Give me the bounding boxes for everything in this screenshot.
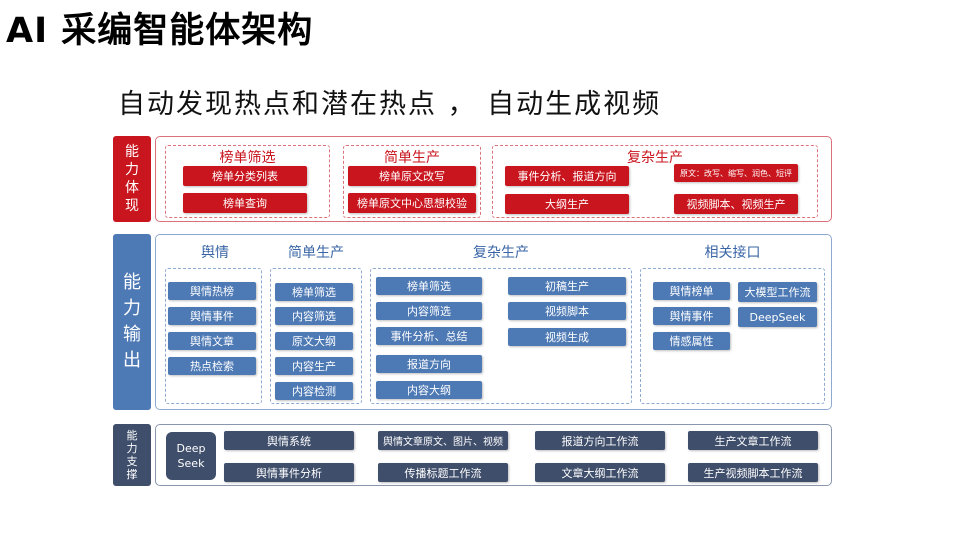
btn-chuanbo-biaoti-gongzuoliu[interactable]: 传播标题工作流 (378, 463, 508, 482)
row2-label-char: 出 (123, 350, 141, 371)
row3-label-char: 支 (126, 455, 138, 468)
btn-api-qinggan-shuxing[interactable]: 情感属性 (653, 332, 730, 350)
row1-label-char: 现 (125, 198, 139, 214)
btn-yuqing-wenzhang[interactable]: 舆情文章 (168, 332, 256, 350)
btn-simple-neirong-shaixuan[interactable]: 内容筛选 (275, 307, 353, 325)
btn-bangdan-chaxun[interactable]: 榜单查询 (183, 193, 307, 213)
row3-label: 能 力 支 撑 (113, 424, 151, 486)
btn-bangdan-fenlei[interactable]: 榜单分类列表 (183, 166, 307, 186)
page-subtitle: 自动发现热点和潜在热点 ， 自动生成视频 (118, 89, 662, 120)
btn-yuqing-wenzhang-yuanwen[interactable]: 舆情文章原文、图片、视频 (378, 431, 508, 450)
btn-shipin-jiaoben[interactable]: 视频脚本、视频生产 (674, 194, 798, 214)
btn-yuanwen-gaixie[interactable]: 原文：改写、缩写、润色、短评 (674, 164, 798, 182)
row1-group-title: 复杂生产 (627, 150, 683, 166)
btn-simple-bangdan[interactable]: 榜单筛选 (275, 283, 353, 301)
row3-label-char: 撑 (126, 468, 138, 481)
btn-api-deepseek[interactable]: DeepSeek (738, 307, 817, 327)
btn-complex-shijian-fenxi[interactable]: 事件分析、总结 (376, 327, 482, 345)
btn-shipin-jiaoben-out[interactable]: 视频脚本 (508, 302, 626, 320)
btn-shengchan-wenzhang-gongzuoliu[interactable]: 生产文章工作流 (688, 431, 818, 450)
btn-yuqing-shijian[interactable]: 舆情事件 (168, 307, 256, 325)
btn-simple-neirong-jiance[interactable]: 内容检测 (275, 382, 353, 400)
row1-group-title: 榜单筛选 (219, 150, 276, 166)
btn-api-yuqing-bangdan[interactable]: 舆情榜单 (653, 282, 730, 300)
row2-group-jiekou (640, 268, 825, 404)
btn-baodao-gongzuoliu[interactable]: 报道方向工作流 (535, 431, 665, 450)
row2-label-char: 输 (123, 324, 141, 345)
row2-title-jiekou: 相关接口 (704, 245, 761, 261)
btn-yuqing-shijian-fenxi[interactable]: 舆情事件分析 (224, 463, 354, 482)
row2-panel (155, 234, 832, 410)
row1-group-bangdan (165, 145, 330, 218)
row3-label-char: 力 (126, 442, 138, 455)
row1-group-fuza (492, 145, 818, 218)
row2-title-fuza: 复杂生产 (473, 245, 529, 261)
row2-label-char: 能 (123, 272, 141, 293)
row2-label-char: 力 (123, 298, 141, 319)
btn-yuqing-rebang[interactable]: 舆情热榜 (168, 282, 256, 300)
deepseek-text: Deep (176, 442, 206, 455)
btn-chugao-shengchan[interactable]: 初稿生产 (508, 277, 626, 295)
row1-panel (155, 136, 832, 222)
btn-bangdan-gaixie[interactable]: 榜单原文改写 (348, 166, 476, 186)
btn-dagang-shengchan[interactable]: 大纲生产 (505, 194, 629, 214)
btn-complex-neirong-dagang[interactable]: 内容大纲 (376, 381, 482, 399)
btn-yuqing-xitong[interactable]: 舆情系统 (224, 431, 354, 450)
btn-wenzhang-dagang-gongzuoliu[interactable]: 文章大纲工作流 (535, 463, 665, 482)
row1-label-char: 力 (125, 162, 139, 178)
row2-group-yuqing (165, 268, 262, 404)
btn-shengchan-shipin-gongzuoliu[interactable]: 生产视频脚本工作流 (688, 463, 818, 482)
row2-title-yuqing: 舆情 (201, 245, 229, 261)
btn-simple-yuanwen-dagang[interactable]: 原文大纲 (275, 332, 353, 350)
btn-api-yuqing-shijian[interactable]: 舆情事件 (653, 307, 730, 325)
btn-redian-jiansuo[interactable]: 热点检索 (168, 357, 256, 375)
btn-complex-neirong-shaixuan[interactable]: 内容筛选 (376, 302, 482, 320)
btn-bangdan-jiaoyan[interactable]: 榜单原文中心思想校验 (348, 193, 476, 213)
btn-complex-bangdan[interactable]: 榜单筛选 (376, 277, 482, 295)
row2-label: 能 力 输 出 (113, 234, 151, 410)
btn-simple-neirong-shengchan[interactable]: 内容生产 (275, 357, 353, 375)
row2-group-fuza (370, 268, 632, 404)
row2-group-jiandan (270, 268, 362, 404)
row1-label-char: 体 (125, 180, 139, 196)
row1-group-title: 简单生产 (384, 150, 440, 166)
row3-label-char: 能 (126, 429, 138, 442)
btn-shijian-fenxi[interactable]: 事件分析、报道方向 (505, 166, 629, 186)
row1-label-char: 能 (125, 144, 139, 160)
page-title: AI 采编智能体架构 (6, 11, 314, 51)
row3-panel (155, 424, 832, 486)
btn-complex-baodao-fangxiang[interactable]: 报道方向 (376, 355, 482, 373)
deepseek-box[interactable]: Deep Seek (166, 432, 216, 480)
deepseek-text: Seek (177, 457, 205, 470)
row1-group-jiandan (343, 145, 481, 218)
btn-shipin-shengcheng[interactable]: 视频生成 (508, 328, 626, 346)
row2-title-jiandan: 简单生产 (288, 245, 344, 261)
btn-api-damoxing[interactable]: 大模型工作流 (738, 282, 817, 302)
row1-label: 能 力 体 现 (113, 136, 151, 222)
